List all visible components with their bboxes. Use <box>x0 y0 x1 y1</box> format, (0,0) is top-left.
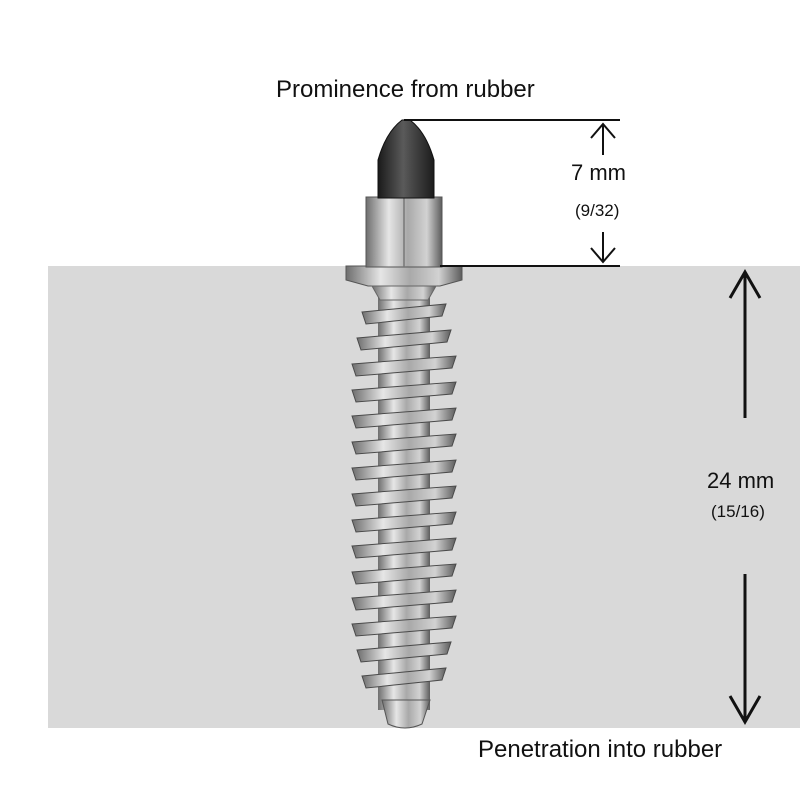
thread-ridge <box>351 485 457 507</box>
prominence-value-in: (9/32) <box>575 201 620 220</box>
thread-ridge <box>351 355 457 377</box>
thread-ridge <box>351 589 457 611</box>
thread-ridge <box>351 407 457 429</box>
prominence-value-mm: 7 mm <box>571 160 626 185</box>
screw-flange <box>345 265 463 287</box>
penetration-value-in: (15/16) <box>711 502 765 521</box>
thread-ridge <box>361 667 447 689</box>
thread-ridge <box>351 537 457 559</box>
prominence-title: Prominence from rubber <box>276 76 535 103</box>
carbide-tip <box>377 119 435 199</box>
thread-ridge <box>351 615 457 637</box>
thread-ridge <box>351 433 457 455</box>
thread-ridge <box>351 511 457 533</box>
thread-ridge <box>351 381 457 403</box>
penetration-value-mm: 24 mm <box>707 468 775 493</box>
dimension-lines <box>404 119 762 726</box>
screw-bottom-tip <box>381 699 431 729</box>
screw-threads <box>351 303 457 689</box>
thread-ridge <box>356 329 452 351</box>
thread-ridge <box>356 641 452 663</box>
penetration-arrow-up-head <box>728 268 762 299</box>
thread-ridge <box>361 303 447 325</box>
prominence-arrow-down-head <box>590 247 616 264</box>
thread-ridge <box>351 459 457 481</box>
thread-ridge <box>351 563 457 585</box>
prominence-arrow-up-head <box>590 122 616 139</box>
penetration-title: Penetration into rubber <box>478 736 723 763</box>
penetration-arrow-down-head <box>728 695 762 726</box>
screw-collar <box>371 285 437 301</box>
screw-stud <box>345 119 463 729</box>
